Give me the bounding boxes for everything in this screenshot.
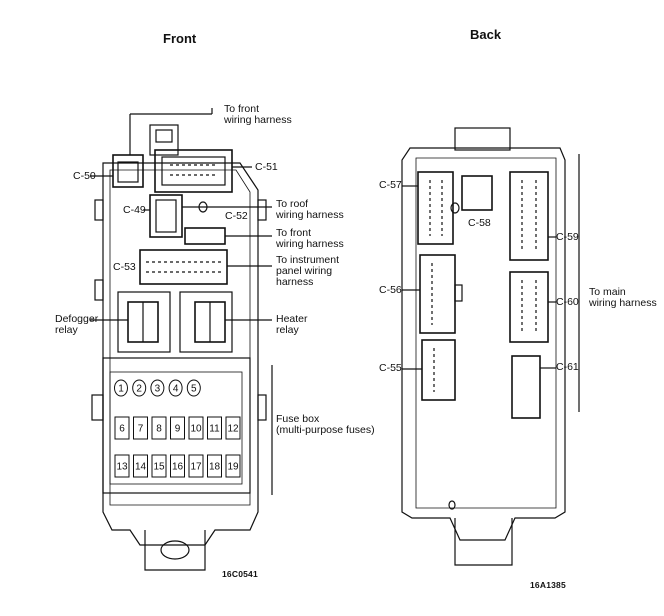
label-c61: C-61 [556,361,579,373]
fuse-number: 2 [136,384,142,395]
connector-c58 [461,175,493,211]
fuse-number: 19 [227,462,239,473]
fuse-number: 8 [156,424,162,435]
label-c51: C-51 [255,161,278,173]
fuse-6: 6 [114,416,130,440]
fuse-number: 13 [116,462,128,473]
back-view [401,127,580,566]
fuse-number: 4 [173,384,179,395]
fuse-number: 3 [155,384,161,395]
connector-c53 [139,249,228,285]
connector-c61 [511,355,541,419]
fuse-box [102,357,251,494]
label-fuse-box: Fuse box (multi-purpose fuses) [276,413,375,436]
fuse-3: 3 [150,379,165,397]
connector-c49 [149,194,183,238]
fuse-18: 18 [207,454,222,478]
fuse-5: 5 [186,379,201,397]
front-bottom-mount [144,530,206,571]
front-title: Front [163,31,197,46]
fuse-12: 12 [225,416,241,440]
label-c57: C-57 [379,179,402,191]
fuse-2: 2 [132,379,147,397]
fuse-13: 13 [114,454,130,478]
connector-front-wiring [184,227,226,245]
front-top-tab [149,124,179,156]
back-figure-code: 16A1385 [530,580,566,590]
front-housing [102,162,259,546]
label-c60: C-60 [556,296,579,308]
front-figure-code: 16C0541 [222,569,258,579]
fuse-9: 9 [170,416,185,440]
fuse-4: 4 [168,379,183,397]
fuse-number: 6 [119,424,125,435]
label-heater-relay: Heater relay [276,313,308,336]
label-c52: C-52 [225,210,248,222]
connector-c57 [417,171,454,245]
fuse-15: 15 [151,454,167,478]
fuse-14: 14 [133,454,148,478]
fuse-number: 5 [191,384,197,395]
label-c49: C-49 [123,204,146,216]
label-c55: C-55 [379,362,402,374]
front-view [90,108,273,571]
label-defogger-relay: Defogger relay [55,313,99,336]
fuse-7: 7 [133,416,148,440]
fuse-number: 17 [190,462,202,473]
fuse-number: 15 [153,462,165,473]
fuse-number: 18 [209,462,221,473]
label-to-roof-wiring-harness: To roof wiring harness [276,198,344,221]
label-c53: C-53 [113,261,136,273]
connector-c56 [419,254,456,334]
back-title: Back [470,27,502,42]
label-to-main-wiring-harness: To main wiring harness [589,286,657,309]
connector-c50 [112,154,144,188]
fuse-11: 11 [207,416,222,440]
connector-c55 [421,339,456,401]
fuse-8: 8 [151,416,167,440]
back-top-tab [454,127,511,151]
fuse-1: 1 [114,379,128,397]
label-c58: C-58 [468,217,491,229]
heater-relay [179,291,233,353]
fuse-number: 9 [175,424,181,435]
fuse-number: 14 [135,462,147,473]
label-to-front-wiring-harness: To front wiring harness [276,227,344,250]
label-c59: C-59 [556,231,579,243]
fuse-16: 16 [170,454,185,478]
fuse-17: 17 [188,454,204,478]
fuse-number: 10 [190,424,202,435]
fuse-number: 7 [138,424,144,435]
fuse-number: 16 [172,462,184,473]
connector-c60 [509,271,549,343]
fuse-number: 11 [209,424,220,435]
label-c56: C-56 [379,284,402,296]
back-housing [401,147,566,541]
fuse-number: 12 [227,424,239,435]
label-c50: C-50 [73,170,96,182]
connector-c51 [154,149,233,193]
defogger-relay [117,291,171,353]
connector-c59 [509,171,549,261]
fuse-19: 19 [225,454,241,478]
fuse-number: 1 [118,384,124,395]
label-to-front-wiring-harness-top: To front wiring harness [224,103,292,126]
fuse-10: 10 [188,416,204,440]
label-to-instrument-panel-wiring-harness: To instrument panel wiring harness [276,254,340,288]
